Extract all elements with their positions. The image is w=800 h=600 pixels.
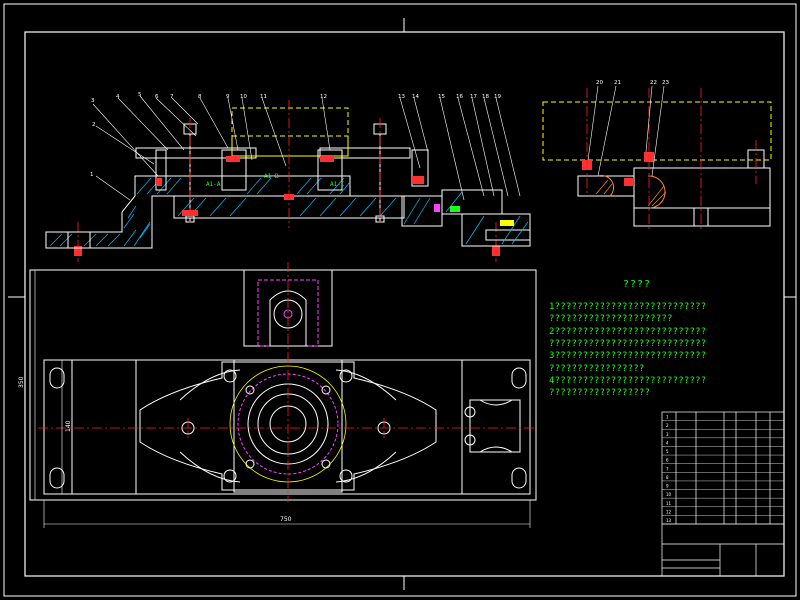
- balloon-number: 23: [662, 80, 669, 86]
- svg-text:A1-B: A1-B: [264, 173, 279, 180]
- dim-height: 350: [18, 376, 25, 388]
- balloon-number: 1: [90, 172, 94, 178]
- technical-requirement-line: ?????????????????: [549, 363, 645, 374]
- title-block-row-number: 12: [666, 509, 672, 514]
- balloon-number: 21: [614, 80, 621, 86]
- balloon-number: 14: [412, 94, 419, 100]
- balloon-number: 18: [482, 94, 489, 100]
- balloon-number: 5: [138, 92, 142, 98]
- title-block-row-number: 6: [666, 458, 669, 463]
- technical-requirement-line: ??????????????????????: [549, 314, 673, 325]
- title-block: [661, 411, 785, 577]
- balloon-number: 8: [198, 94, 202, 100]
- balloon-number: 3: [91, 98, 95, 104]
- title-block-row-number: 10: [666, 492, 672, 497]
- technical-requirement-line: 4???????????????????????????: [549, 375, 707, 386]
- title-block-row-number: 4: [666, 440, 669, 445]
- side-view: [542, 85, 772, 232]
- balloon-number: 4: [116, 94, 120, 100]
- outer-border: [3, 3, 797, 597]
- title-block-row-number: 9: [666, 484, 669, 489]
- title-block-row-number: 2: [666, 423, 669, 428]
- balloon-number: 6: [155, 94, 159, 100]
- title-block-row-number: 1: [666, 415, 669, 420]
- title-block-row-number: 8: [666, 475, 669, 480]
- balloon-number: 7: [170, 94, 174, 100]
- balloon-number: 12: [320, 94, 327, 100]
- title-block-row-number: 3: [666, 432, 669, 437]
- plan-view: [29, 262, 537, 528]
- dim-overall-length: 750: [280, 516, 292, 523]
- technical-requirement-line: ??????????????????: [549, 388, 651, 399]
- balloon-number: 2: [92, 122, 96, 128]
- technical-requirement-line: 3???????????????????????????: [549, 351, 707, 362]
- balloon-number: 9: [226, 94, 230, 100]
- balloon-number: 10: [240, 94, 247, 100]
- svg-text:A1-C: A1-C: [330, 181, 345, 188]
- balloon-number: 22: [650, 80, 657, 86]
- title-block-row-number: 11: [666, 501, 672, 506]
- balloon-labels-side: 20 21 22 23: [596, 80, 669, 86]
- dim-width: 140: [65, 420, 72, 432]
- balloon-number: 11: [260, 94, 267, 100]
- title-block-row-number: 5: [666, 449, 669, 454]
- balloon-number: 17: [470, 94, 477, 100]
- balloon-number: 16: [456, 94, 463, 100]
- title-block-row-number: 13: [666, 518, 672, 523]
- balloon-number: 15: [438, 94, 445, 100]
- balloon-number: 19: [494, 94, 501, 100]
- balloon-number: 20: [596, 80, 603, 86]
- technical-requirements-title: ????: [622, 279, 652, 290]
- title-block-row-number: 7: [666, 466, 669, 471]
- technical-requirement-line: 1???????????????????????????: [549, 302, 707, 312]
- front-section-view: A1-A A1-B A1-C: [45, 95, 531, 262]
- svg-text:A1-A: A1-A: [206, 181, 221, 188]
- technical-requirement-line: 2???????????????????????????: [549, 326, 707, 337]
- technical-requirement-line: ????????????????????????????: [549, 338, 707, 349]
- balloon-number: 13: [398, 94, 405, 100]
